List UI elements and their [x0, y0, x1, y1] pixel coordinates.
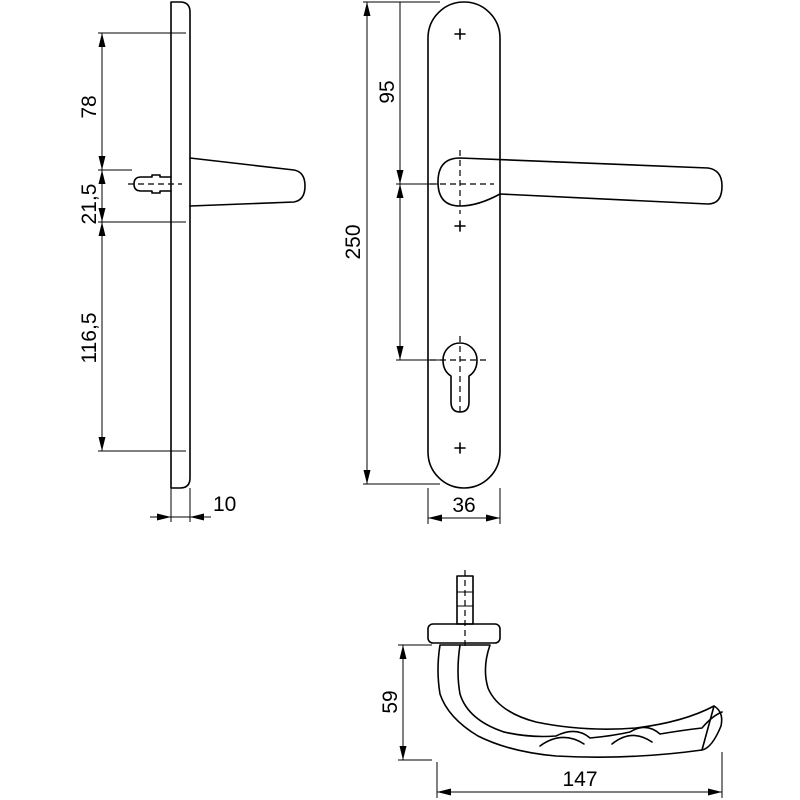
- dim-59-label: 59: [379, 690, 402, 713]
- dim-36-label: 36: [452, 494, 475, 517]
- front-lever-handle: [437, 157, 723, 207]
- lever-grip-ridges: [503, 711, 723, 739]
- dim-116-5-label: 116,5: [78, 313, 101, 364]
- screw-mark-bottom: [454, 442, 466, 454]
- side-handle-shank: [189, 157, 306, 207]
- dim-147-label: 147: [562, 768, 597, 791]
- dim-78-label: 78: [78, 95, 101, 118]
- dim-250-label: 250: [342, 224, 365, 259]
- dim-95-label: 95: [376, 80, 399, 103]
- lever-body: [437, 644, 723, 758]
- front-view: 250 95 36: [342, 1, 723, 524]
- screw-mark-top: [454, 28, 466, 40]
- lever-top-view: 59 147: [379, 570, 723, 798]
- side-plate: [170, 1, 191, 489]
- dim-10-label: 10: [213, 493, 236, 516]
- dim-21-5-label: 21,5: [78, 184, 101, 225]
- screw-mark-middle: [454, 220, 466, 232]
- side-view: 78 21,5 116,5 10: [78, 1, 306, 522]
- lever-rose: [427, 623, 501, 644]
- front-plate: [427, 1, 501, 489]
